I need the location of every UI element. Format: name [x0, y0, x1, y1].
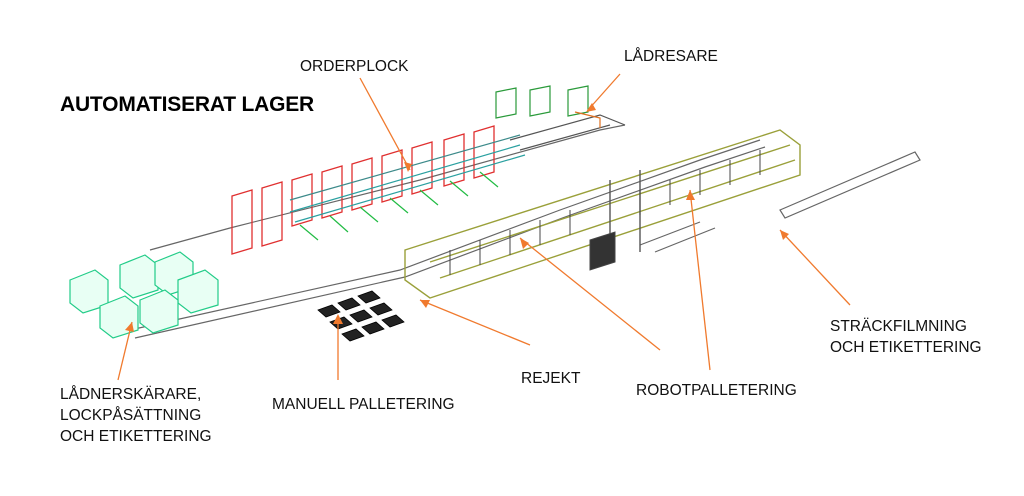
title: AUTOMATISERAT LAGER — [60, 93, 315, 116]
label-robot: ROBOTPALLETERING — [636, 382, 797, 399]
leader-lines — [117, 73, 851, 381]
leader-arrowheads — [125, 103, 789, 332]
label-ladresare: LÅDRESARE — [624, 48, 718, 65]
box-erectors — [495, 85, 601, 128]
manual-palletizing-area — [317, 290, 405, 342]
label-stretch-line1: STRÄCKFILMNING — [830, 318, 967, 335]
label-manuell: MANUELL PALLETERING — [272, 396, 455, 413]
label-lidding: LÅDNERSKÄRARE, LOCKPÅSÄTTNING OCH ETIKET… — [60, 384, 212, 447]
lidding-stations — [69, 251, 219, 339]
label-lidding-line1: LÅDNERSKÄRARE, — [60, 386, 202, 403]
label-lidding-line2: LOCKPÅSÄTTNING — [60, 407, 202, 424]
main-conveyor — [129, 124, 921, 339]
label-stretch-line2: OCH ETIKETTERING — [830, 339, 982, 356]
label-orderplock: ORDERPLOCK — [300, 58, 409, 75]
picking-conveyors — [289, 114, 626, 241]
label-lidding-line3: OCH ETIKETTERING — [60, 428, 212, 445]
order-picking-racks — [231, 125, 495, 255]
label-stretch: STRÄCKFILMNING OCH ETIKETTERING — [830, 316, 982, 358]
robot-cells — [449, 150, 761, 275]
label-rejekt: REJEKT — [521, 370, 581, 387]
